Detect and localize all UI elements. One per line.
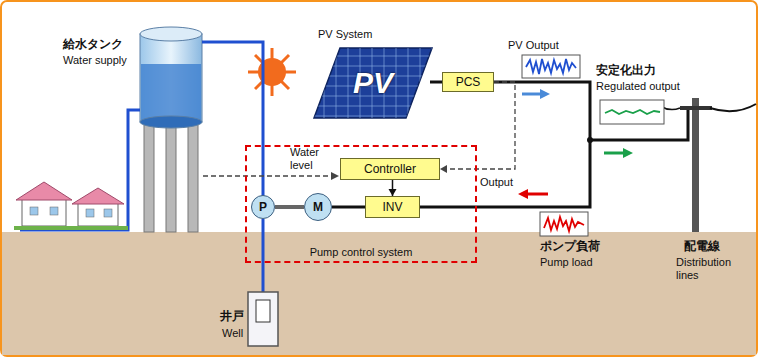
well-pipe [262, 219, 265, 300]
node-text: M [313, 200, 323, 214]
japanese-label: 配電線 [684, 240, 720, 254]
japanese-label: 安定化出力 [596, 64, 656, 78]
connector [332, 207, 365, 208]
flow-arrows [518, 89, 633, 199]
pump-load-waveform [540, 212, 588, 236]
japanese-label: 給水タンク [63, 38, 123, 52]
part-label: PV System [318, 28, 372, 41]
node-text: Pump control system [247, 246, 475, 258]
ground [2, 232, 756, 355]
node-text: PCS [456, 75, 481, 89]
node-text: P [259, 200, 267, 214]
edge-label: Output [479, 176, 514, 189]
supply-pipe [202, 42, 263, 197]
houses [14, 182, 128, 230]
inverter-box: INV [365, 196, 420, 218]
part-label: Distribution lines [676, 256, 750, 281]
water-level-signal [203, 172, 339, 180]
regulated-output-waveform [600, 100, 664, 124]
node-text: PV [353, 66, 393, 100]
part-label: Water supply [63, 54, 127, 67]
well [248, 292, 278, 346]
house-pipe [20, 110, 140, 230]
connector [275, 207, 304, 208]
node-text: Controller [364, 162, 416, 176]
signal-label: Regulated output [596, 80, 680, 93]
japanese-label: ポンプ負荷 [540, 240, 600, 254]
water-tank [140, 27, 202, 232]
sun [248, 48, 296, 96]
signal-label: Water level [290, 146, 334, 171]
signal-label: Pump load [540, 256, 593, 269]
part-label: Well [222, 327, 243, 340]
connector [440, 82, 515, 173]
pump-control-box: Pump control system ControllerP M INV [245, 145, 477, 263]
signal-label: PV Output [508, 39, 559, 52]
controller-box: Controller [340, 158, 440, 180]
pcs-box: PCS [442, 72, 494, 92]
connector [389, 180, 397, 196]
pump-symbol: P [251, 195, 275, 219]
node-text: INV [382, 200, 402, 214]
motor-symbol: M [304, 193, 332, 221]
pv-output-waveform [522, 55, 580, 78]
japanese-label: 井戸 [220, 310, 244, 324]
pv-panel: PV [312, 46, 434, 120]
connector [430, 82, 442, 83]
utility-pole [660, 98, 756, 232]
